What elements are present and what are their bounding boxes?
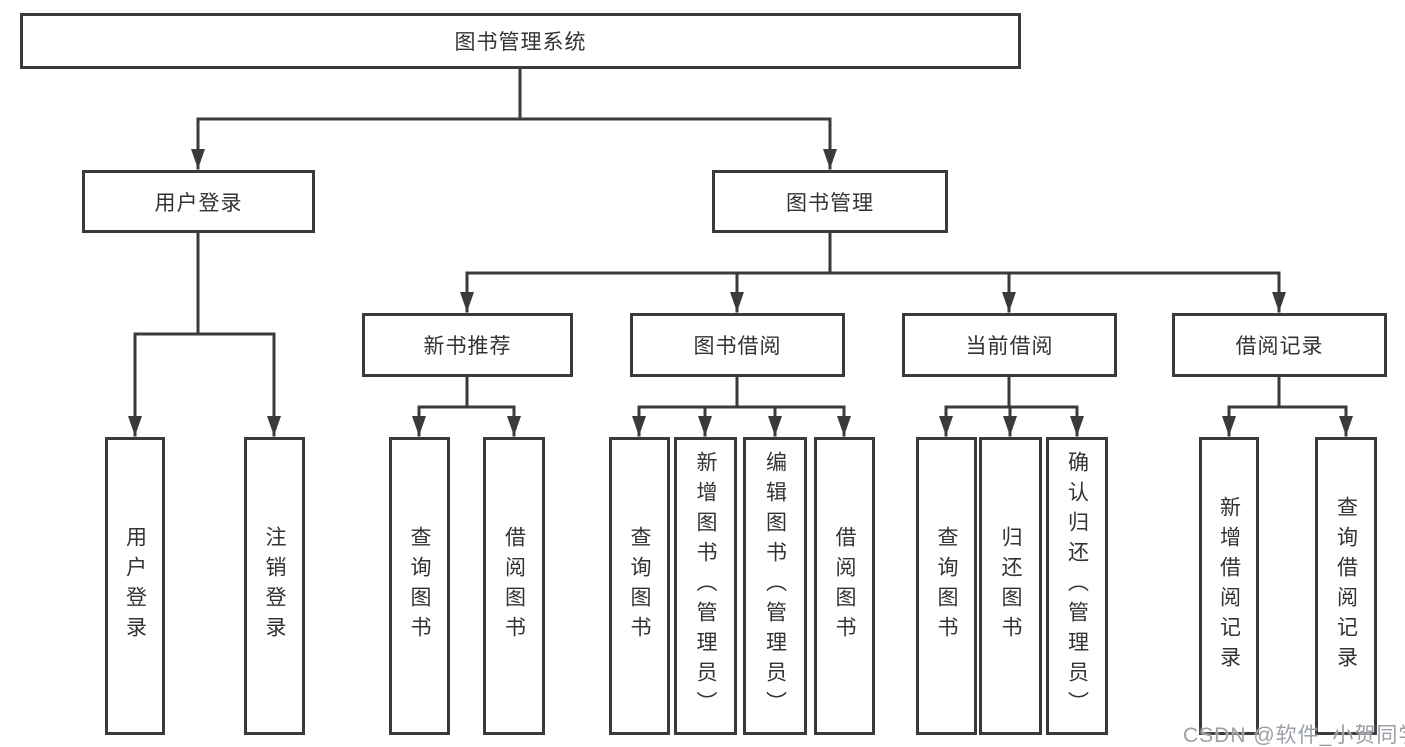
leaf-confirm-return-admin: 确认归还（管理员） bbox=[1046, 437, 1108, 735]
leaf-label: 编辑图书（管理员） bbox=[763, 451, 787, 721]
leaf-label: 查询图书 bbox=[628, 526, 651, 646]
leaf-return-book: 归还图书 bbox=[979, 437, 1042, 735]
leaf-label: 查询借阅记录 bbox=[1334, 496, 1358, 676]
leaf-query-book-current: 查询图书 bbox=[916, 437, 977, 735]
node-root-system: 图书管理系统 bbox=[20, 13, 1021, 69]
leaf-label: 新增图书（管理员） bbox=[694, 451, 717, 721]
leaf-label: 注销登录 bbox=[263, 526, 286, 646]
leaf-query-borrow-record: 查询借阅记录 bbox=[1315, 437, 1377, 735]
leaf-user-login: 用户登录 bbox=[105, 437, 165, 735]
leaf-add-borrow-record: 新增借阅记录 bbox=[1199, 437, 1259, 735]
node-current-borrow: 当前借阅 bbox=[902, 313, 1117, 377]
node-user-login: 用户登录 bbox=[82, 170, 315, 233]
leaf-label: 查询图书 bbox=[408, 526, 431, 646]
leaf-query-book-recommend: 查询图书 bbox=[389, 437, 450, 735]
leaf-label: 查询图书 bbox=[935, 526, 958, 646]
node-new-book-recommend: 新书推荐 bbox=[362, 313, 573, 377]
leaf-borrow-book: 借阅图书 bbox=[814, 437, 875, 735]
node-book-management: 图书管理 bbox=[712, 170, 948, 233]
leaf-edit-book-admin: 编辑图书（管理员） bbox=[743, 437, 807, 735]
leaf-add-book-admin: 新增图书（管理员） bbox=[674, 437, 737, 735]
leaf-label: 确认归还（管理员） bbox=[1065, 451, 1089, 721]
leaf-label: 新增借阅记录 bbox=[1217, 496, 1241, 676]
node-borrow-record: 借阅记录 bbox=[1172, 313, 1387, 377]
csdn-watermark: CSDN @软件_小贺同学 bbox=[1183, 724, 1405, 747]
leaf-label: 用户登录 bbox=[123, 526, 147, 646]
leaf-label: 归还图书 bbox=[999, 526, 1022, 646]
leaf-borrow-book-recommend: 借阅图书 bbox=[483, 437, 545, 735]
leaf-logout: 注销登录 bbox=[244, 437, 305, 735]
leaf-label: 借阅图书 bbox=[833, 526, 856, 646]
leaf-query-book-borrow: 查询图书 bbox=[609, 437, 670, 735]
leaf-label: 借阅图书 bbox=[502, 526, 526, 646]
node-book-borrow: 图书借阅 bbox=[630, 313, 845, 377]
